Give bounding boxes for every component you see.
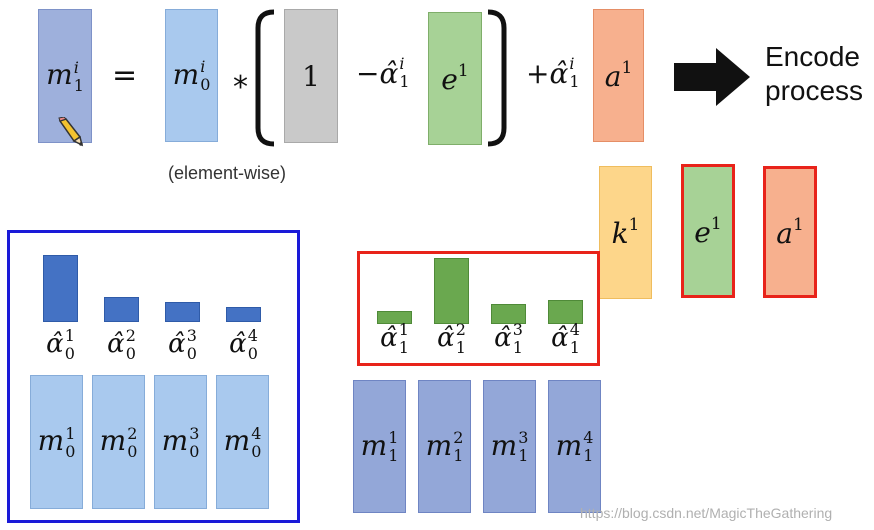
encode-process-text: Encode process bbox=[765, 41, 864, 106]
a1-highlight-label: a1 bbox=[776, 214, 804, 250]
left-bar-4 bbox=[226, 306, 261, 322]
a1-label: a1 bbox=[604, 58, 633, 93]
right-bar-3 bbox=[491, 304, 526, 324]
ones-label: 1 bbox=[302, 59, 320, 93]
attention-group-1-frame bbox=[357, 251, 600, 366]
left-bar-3 bbox=[165, 301, 200, 322]
watermark-text: https://blog.csdn.net/MagicTheGathering bbox=[580, 505, 833, 521]
element-wise-caption: (element-wise) bbox=[168, 163, 287, 183]
right-paren bbox=[487, 9, 507, 147]
vector-e1-highlight: e1 bbox=[681, 164, 735, 298]
e1-label: e1 bbox=[441, 61, 469, 96]
times-sign: * bbox=[233, 70, 248, 105]
left-bar-1 bbox=[43, 255, 78, 322]
vector-a1-highlight: a1 bbox=[763, 166, 817, 298]
memory-group-0-frame bbox=[7, 230, 300, 523]
right-bar-2 bbox=[434, 258, 469, 324]
pencil-icon bbox=[58, 117, 84, 147]
vector-k1: k1 bbox=[599, 166, 652, 299]
left-paren bbox=[255, 9, 275, 147]
left-bar-2 bbox=[104, 297, 139, 322]
right-bar-1 bbox=[377, 310, 412, 324]
right-bar-4 bbox=[548, 299, 583, 324]
k1-label: k1 bbox=[611, 215, 640, 250]
e1-highlight-label: e1 bbox=[694, 213, 722, 249]
vector-e1: e1 bbox=[428, 12, 482, 145]
arrow-right-icon bbox=[674, 48, 750, 106]
vector-ones: 1 bbox=[284, 9, 338, 143]
vector-a1: a1 bbox=[593, 9, 644, 142]
equals-sign: = bbox=[112, 58, 138, 93]
